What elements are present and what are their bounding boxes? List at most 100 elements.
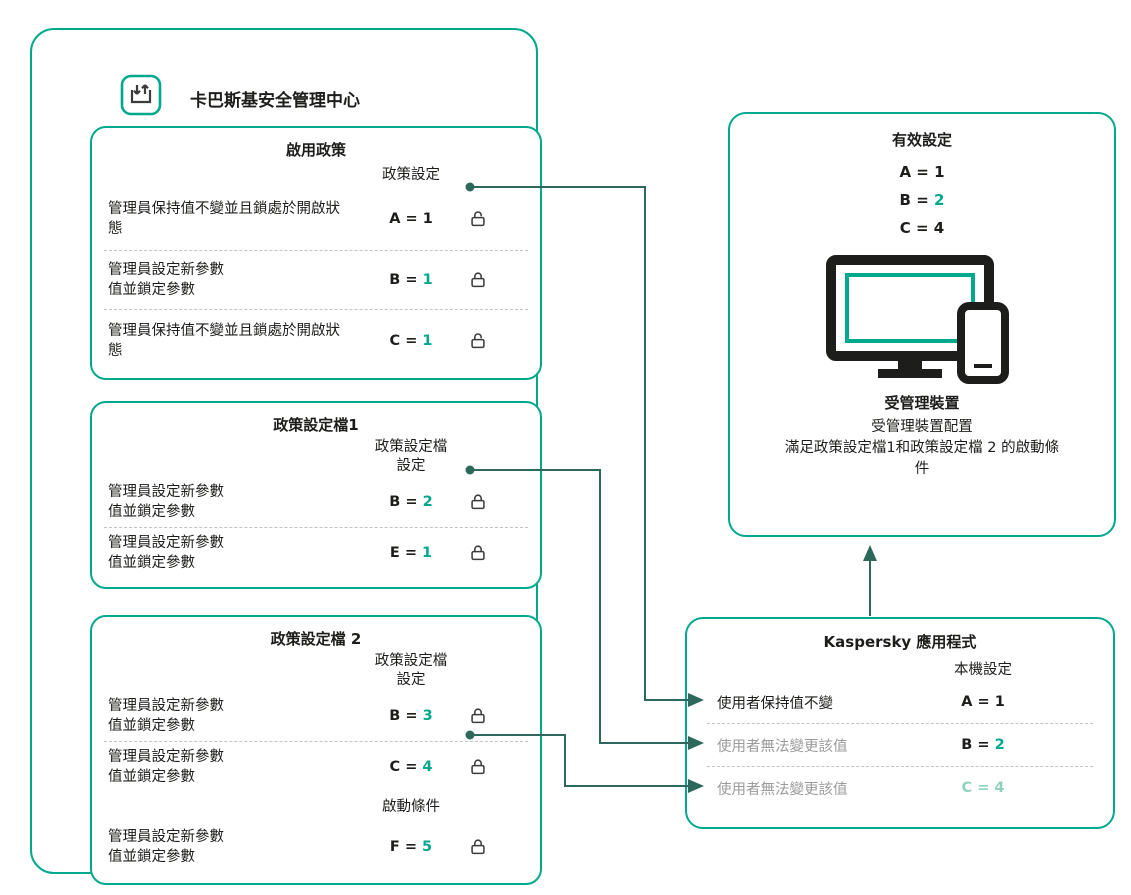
policy-profile-2-box: 政策設定檔 2 政策設定檔 設定 管理員設定新參數 值並鎖定參數 B = 3 管… (90, 615, 542, 885)
profile-settings-column-header: 政策設定檔 設定 (374, 653, 448, 688)
value-key: A = (899, 163, 929, 181)
effective-settings-title: 有效設定 (891, 131, 952, 149)
value-key: B = (389, 708, 418, 724)
value-number: 4 (933, 219, 945, 237)
lock-open-icon (456, 331, 500, 351)
profile-settings-header-row: 政策設定檔 設定 (92, 437, 540, 477)
app-row-c: 使用者無法變更該值 C = 4 (687, 767, 1113, 809)
active-policy-box: 啟用政策 政策設定 管理員保持值不變並且鎖處於開啟狀 態 A = 1 管理員設定… (90, 126, 542, 380)
activation-conditions-header: 啟動條件 (382, 798, 440, 815)
row-description: 管理員設定新參數 值並鎖定參數 (108, 262, 224, 298)
profile-settings-header-row: 政策設定檔 設定 (92, 651, 540, 691)
row-description: 管理員設定新參數 值並鎖定參數 (108, 484, 224, 520)
lock-closed-icon (456, 543, 500, 563)
security-center-title: 卡巴斯基安全管理中心 (190, 91, 360, 111)
row-description: 管理員設定新參數 值並鎖定參數 (108, 829, 224, 865)
row-value: B = 3 (366, 708, 456, 724)
value-key: C = (899, 219, 929, 237)
lock-closed-icon (456, 270, 500, 290)
policy-profile-1-box: 政策設定檔1 政策設定檔 設定 管理員設定新參數 值並鎖定參數 B = 2 管理… (90, 401, 542, 589)
row-value: B = 2 (366, 494, 456, 510)
profile2-row-c: 管理員設定新參數 值並鎖定參數 C = 4 (92, 742, 540, 792)
row-description: 使用者無法變更該值 (717, 781, 848, 798)
value-number: 2 (422, 494, 433, 510)
value-key: A = (961, 694, 990, 710)
divider (104, 527, 528, 528)
row-value: B = 1 (366, 272, 456, 288)
value-key: C = (961, 780, 990, 796)
value-number: 4 (994, 780, 1005, 796)
effective-value-a: A = 1 (730, 158, 1114, 186)
security-center-container: 卡巴斯基安全管理中心 啟用政策 政策設定 管理員保持值不變並且鎖處於開啟狀 態 … (30, 28, 542, 885)
value-key: A = (389, 211, 418, 227)
effective-settings-box: 有效設定 A = 1 B = 2 C = 4 受管理裝置 受管理裝置配置 滿足政… (728, 112, 1116, 537)
row-value: A = 1 (938, 694, 1028, 710)
value-number: 3 (422, 708, 433, 724)
profile-settings-column-header: 政策設定檔 設定 (374, 439, 448, 474)
lock-closed-icon (456, 492, 500, 512)
value-number: 1 (422, 211, 433, 227)
app-row-b: 使用者無法變更該值 B = 2 (687, 724, 1113, 766)
policy-row-a: 管理員保持值不變並且鎖處於開啟狀 態 A = 1 (92, 188, 540, 250)
local-settings-header-row: 本機設定 (687, 655, 1113, 681)
value-key: B = (899, 191, 929, 209)
console-arrows-icon (120, 74, 162, 116)
policy-row-b: 管理員設定新參數 值並鎖定參數 B = 1 (92, 251, 540, 309)
kaspersky-application-box: Kaspersky 應用程式 本機設定 使用者保持值不變 A = 1 使用者無法… (685, 617, 1115, 829)
row-value: C = 4 (938, 780, 1028, 796)
profile1-row-e: 管理員設定新參數 值並鎖定參數 E = 1 (92, 528, 540, 578)
effective-value-b: B = 2 (730, 186, 1114, 214)
row-description: 管理員設定新參數 值並鎖定參數 (108, 749, 224, 785)
lock-closed-icon (456, 706, 500, 726)
policy-row-c: 管理員保持值不變並且鎖處於開啟狀 態 C = 1 (92, 310, 540, 372)
value-number: 1 (422, 333, 433, 349)
row-description: 管理員保持值不變並且鎖處於開啟狀 態 (108, 201, 340, 237)
managed-device-caption: 受管理裝置配置 滿足政策設定檔1和政策設定檔 2 的啟動條 件 (784, 419, 1060, 477)
lock-open-icon (456, 209, 500, 229)
managed-device-title: 受管理裝置 (884, 394, 960, 412)
row-description: 管理員設定新參數 值並鎖定參數 (108, 698, 224, 734)
policy-settings-column-header: 政策設定 (382, 166, 440, 183)
effective-values: A = 1 B = 2 C = 4 (730, 158, 1114, 242)
value-key: C = (389, 333, 418, 349)
divider (707, 723, 1093, 724)
lock-closed-icon (456, 757, 500, 777)
row-value: E = 1 (366, 545, 456, 561)
divider (104, 309, 528, 310)
value-number: 4 (422, 759, 433, 775)
value-key: B = (389, 272, 418, 288)
row-value: B = 2 (938, 737, 1028, 753)
value-key: B = (389, 494, 418, 510)
divider (104, 741, 528, 742)
value-number: 2 (994, 737, 1005, 753)
application-title: Kaspersky 應用程式 (823, 633, 977, 651)
local-settings-column-header: 本機設定 (954, 661, 1012, 678)
active-policy-title: 啟用政策 (285, 141, 346, 159)
row-description: 使用者無法變更該值 (717, 738, 848, 755)
app-row-a: 使用者保持值不變 A = 1 (687, 681, 1113, 723)
profile-1-title: 政策設定檔1 (273, 416, 359, 434)
value-number: 1 (934, 163, 945, 181)
value-key: E = (389, 545, 417, 561)
value-number: 1 (422, 545, 433, 561)
row-value: C = 4 (366, 759, 456, 775)
profile2-row-f: 管理員設定新參數 值並鎖定參數 F = 5 (92, 822, 540, 872)
row-value: A = 1 (366, 211, 456, 227)
policy-settings-header-row: 政策設定 (92, 162, 540, 188)
activation-conditions-header-row: 啟動條件 (92, 792, 540, 822)
row-value: F = 5 (366, 839, 456, 855)
row-description: 管理員設定新參數 值並鎖定參數 (108, 535, 224, 571)
profile2-row-b: 管理員設定新參數 值並鎖定參數 B = 3 (92, 691, 540, 741)
row-description: 管理員保持值不變並且鎖處於開啟狀 態 (108, 323, 340, 359)
value-number: 5 (422, 839, 433, 855)
value-number: 2 (934, 191, 945, 209)
row-description: 使用者保持值不變 (717, 695, 833, 712)
value-key: B = (961, 737, 990, 753)
row-value: C = 1 (366, 333, 456, 349)
value-number: 1 (422, 272, 433, 288)
divider (104, 250, 528, 251)
profile1-row-b: 管理員設定新參數 值並鎖定參數 B = 2 (92, 477, 540, 527)
lock-closed-icon (456, 837, 500, 857)
profile-2-title: 政策設定檔 2 (270, 630, 362, 648)
